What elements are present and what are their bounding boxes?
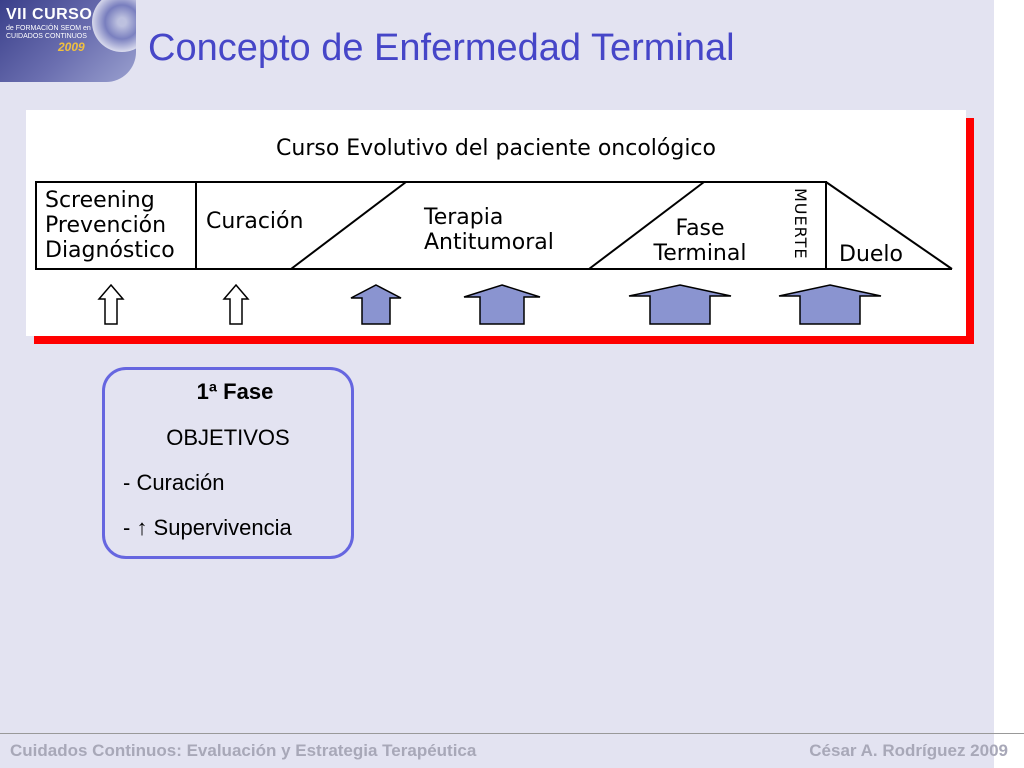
diagram-heading: Curso Evolutivo del paciente oncológico — [276, 136, 716, 161]
stage-screening: Screening — [45, 188, 155, 213]
duelo-slope — [825, 181, 953, 270]
logo-course-name: de FORMACIÓN SEOM en CUIDADOS CONTINUOS — [6, 25, 91, 40]
stage-terminal: Terminal — [653, 241, 747, 266]
phase-objective-item: - ↑ Supervivencia — [123, 515, 292, 540]
page-title: Concepto de Enfermedad Terminal — [148, 27, 735, 69]
logo-course-number: VII CURSO — [6, 6, 93, 23]
stage-prevencion: Prevención — [45, 213, 166, 238]
phase-objective-item: - Curación — [123, 470, 225, 495]
diagram-svg: Curso Evolutivo del paciente oncológico … — [35, 136, 953, 325]
stage-arrow-3 — [350, 284, 402, 325]
stage-duelo: Duelo — [839, 242, 903, 267]
evolution-diagram: Curso Evolutivo del paciente oncológico … — [26, 110, 974, 350]
stage-arrow-5 — [628, 284, 732, 325]
stage-diagnostico: Diagnóstico — [45, 238, 175, 263]
slide-background: VII CURSO de FORMACIÓN SEOM en CUIDADOS … — [0, 0, 994, 768]
phase-objectives-label: OBJETIVOS — [166, 425, 290, 450]
stage-antitumoral: Antitumoral — [424, 230, 554, 255]
phase-title: 1ª Fase — [196, 379, 274, 404]
stage-arrow-6 — [778, 284, 882, 325]
stage-arrow-2 — [222, 283, 250, 325]
stage-fase: Fase — [675, 216, 724, 241]
logo-year: 2009 — [58, 40, 85, 54]
phase-box: 1ª Fase OBJETIVOS - Curación - ↑ Supervi… — [102, 367, 354, 559]
stage-arrow-1 — [97, 283, 125, 325]
stage-terapia: Terapia — [423, 205, 503, 230]
footer-divider — [0, 733, 1024, 734]
footer-author: César A. Rodríguez 2009 — [809, 741, 1008, 760]
divider-2 — [290, 181, 407, 270]
divider-3 — [588, 181, 705, 270]
diagram-panel: Curso Evolutivo del paciente oncológico … — [26, 110, 966, 336]
stage-curacion: Curación — [206, 209, 303, 234]
stage-muerte: MUERTE — [791, 188, 810, 259]
footer-course-title: Cuidados Continuos: Evaluación y Estrate… — [10, 741, 477, 760]
stages-frame — [35, 181, 827, 270]
course-logo: VII CURSO de FORMACIÓN SEOM en CUIDADOS … — [0, 0, 136, 82]
stage-arrow-4 — [463, 284, 541, 325]
stage-arrows — [97, 283, 882, 325]
logo-disc-graphic — [92, 0, 136, 52]
